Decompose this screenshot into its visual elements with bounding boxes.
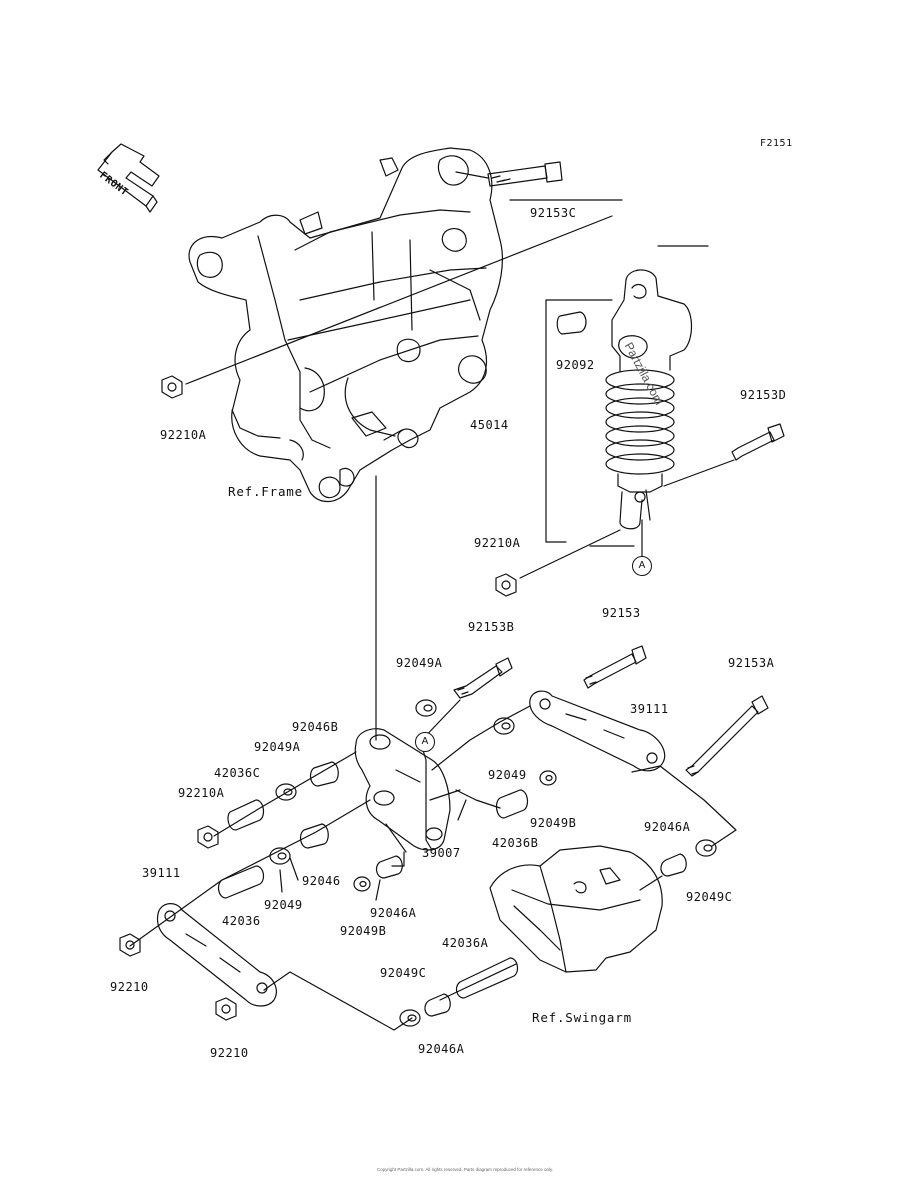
part-label[interactable]: 92049C — [380, 966, 427, 980]
collar-42036 — [217, 865, 265, 899]
part-label[interactable]: 92049B — [340, 924, 387, 938]
leader-line — [545, 299, 613, 543]
front-arrow-icon — [97, 143, 160, 213]
bushing-92046a-right — [660, 853, 687, 877]
ref-frame-label: Ref.Frame — [228, 484, 303, 499]
leader-line — [185, 215, 613, 385]
bolt-92153a — [685, 695, 769, 777]
part-label[interactable]: 92210 — [210, 1046, 249, 1060]
shock-absorber-45014 — [556, 269, 693, 530]
leader-line — [455, 789, 501, 809]
washer-92049c-lower — [399, 1009, 421, 1027]
washer-92049b-lower — [353, 876, 371, 892]
swingarm-drawing — [489, 845, 663, 973]
part-label[interactable]: 92046A — [418, 1042, 465, 1056]
leader-line — [663, 459, 735, 487]
part-label[interactable]: 42036B — [492, 836, 539, 850]
tie-rod-39111-lower — [156, 903, 277, 1007]
part-label[interactable]: 92210A — [160, 428, 207, 442]
part-label[interactable]: 92046 — [302, 874, 341, 888]
leader-line — [519, 529, 621, 579]
part-label[interactable]: 39111 — [630, 702, 669, 716]
bushing-92046 — [299, 823, 329, 849]
part-label[interactable]: 42036C — [214, 766, 261, 780]
part-label[interactable]: 39007 — [422, 846, 461, 860]
part-label[interactable]: 92046A — [370, 906, 417, 920]
bolt-92153d — [731, 423, 785, 461]
part-label[interactable]: 92049B — [530, 816, 577, 830]
bolt-92153 — [583, 645, 647, 689]
frame-drawing — [188, 147, 503, 503]
reference-marker-a-upper: A — [632, 556, 652, 576]
leader-line — [439, 963, 517, 1001]
part-label[interactable]: 92049 — [264, 898, 303, 912]
leader-line — [391, 851, 405, 867]
part-label[interactable]: 92210A — [178, 786, 225, 800]
part-label[interactable]: 42036 — [222, 914, 261, 928]
ref-swingarm-label: Ref.Swingarm — [532, 1010, 632, 1025]
leader-line — [631, 765, 737, 847]
leader-line — [589, 519, 643, 557]
bushing-92046b — [309, 761, 339, 787]
leader-line — [213, 751, 357, 837]
nut-92210-bottom — [215, 997, 237, 1021]
part-label[interactable]: 92210A — [474, 536, 521, 550]
part-label[interactable]: 45014 — [470, 418, 509, 432]
washer-92049a-lower — [275, 783, 297, 801]
part-label[interactable]: 92046B — [292, 720, 339, 734]
collar-42036b — [495, 789, 529, 819]
part-label[interactable]: 92049C — [686, 890, 733, 904]
part-label[interactable]: 42036A — [442, 936, 489, 950]
leader-line — [279, 869, 283, 893]
copyright-footer: Copyright Partzilla.com. All rights rese… — [376, 1167, 554, 1172]
bolt-92153b — [453, 657, 513, 699]
part-label[interactable]: 92049 — [488, 768, 527, 782]
part-label[interactable]: 92210 — [110, 980, 149, 994]
leader-line — [429, 789, 467, 821]
part-label[interactable]: 92049A — [396, 656, 443, 670]
part-label[interactable]: 92153D — [740, 388, 787, 402]
rocker-arm-39007 — [354, 728, 451, 851]
leader-line — [289, 857, 381, 901]
part-label[interactable]: 92049A — [254, 740, 301, 754]
collar-42036c — [227, 799, 265, 831]
part-label[interactable]: 92153C — [530, 206, 577, 220]
nut-92210a-lower — [197, 825, 219, 849]
part-label[interactable]: 92046A — [644, 820, 691, 834]
leader-line — [639, 875, 663, 891]
nut-92210a-upper — [161, 375, 183, 399]
reference-marker-a-lower: A — [415, 732, 435, 752]
tie-rod-39111-upper — [529, 690, 666, 772]
bolt-92153c — [455, 161, 563, 187]
leader-line — [385, 823, 407, 853]
nut-92210-left — [119, 933, 141, 957]
nut-92210a-middle — [495, 573, 517, 597]
part-label[interactable]: 39111 — [142, 866, 181, 880]
bushing-92046a-middle — [375, 855, 403, 879]
part-label[interactable]: 92153A — [728, 656, 775, 670]
part-label[interactable]: 92153B — [468, 620, 515, 634]
leader-line — [431, 705, 531, 771]
washer-92049c-right — [695, 839, 717, 857]
bushing-92092 — [556, 311, 587, 335]
leader-line — [263, 971, 413, 1031]
part-label[interactable]: 92092 — [556, 358, 595, 372]
leader-line — [509, 199, 709, 247]
leader-line — [129, 799, 371, 947]
part-label[interactable]: 92153 — [602, 606, 641, 620]
washer-92049a-upper — [415, 699, 437, 717]
washer-92049b-upper — [539, 770, 557, 786]
figure-code: F2151 — [760, 138, 793, 149]
collar-42036a — [455, 957, 519, 999]
